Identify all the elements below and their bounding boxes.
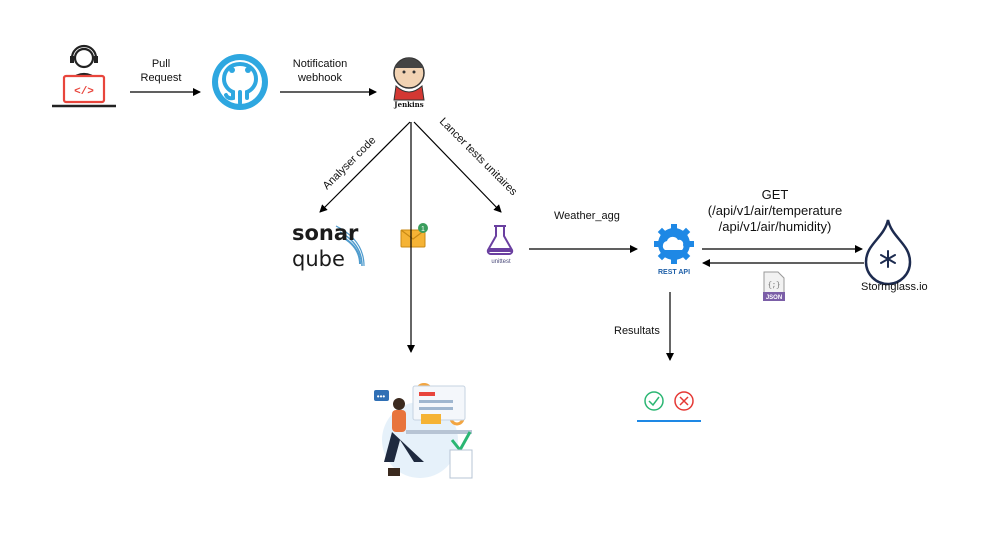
- mail-icon: 1: [400, 223, 428, 248]
- json-label: JSON: [766, 295, 782, 301]
- stormglass-label: Stormglass.io: [861, 281, 928, 293]
- developer-desk-illustration: •••: [374, 383, 473, 479]
- get-endpoint-humidity: /api/v1/air/humidity): [718, 219, 832, 234]
- resultats-label: Resultats: [614, 325, 660, 337]
- notification-text: Notification webhook: [292, 58, 348, 84]
- arrow-analyser-code: [319, 121, 411, 213]
- arrow-lancer-tests: [413, 121, 502, 213]
- svg-text:</>: </>: [74, 86, 94, 98]
- jenkins-label: Jenkins: [393, 100, 423, 109]
- get-method: GET: [761, 187, 789, 202]
- github-icon: [212, 54, 268, 110]
- lancer-tests-label: Lancer tests unitaires: [437, 116, 520, 199]
- get-request-label: GET (/api/v1/air/temperature /api/v1/air…: [690, 187, 860, 235]
- notification-label: Notification webhook: [283, 57, 357, 85]
- results-icons: [637, 391, 701, 422]
- rest-api-icon: [654, 224, 694, 264]
- stormglass-drop-icon: [864, 219, 912, 286]
- unittest-flask-icon: [486, 225, 514, 255]
- weather-agg-label: Weather_agg: [554, 210, 620, 222]
- developer-icon: </>: [52, 44, 116, 108]
- get-endpoint-temperature: (/api/v1/air/temperature: [707, 203, 843, 218]
- svg-text:1: 1: [421, 226, 425, 233]
- pull-request-text: Pull Request: [140, 58, 182, 84]
- sonarqube-wave-icon: [335, 225, 365, 267]
- sonar-text: sonar: [292, 221, 359, 245]
- analyser-code-label: Analyser code: [321, 134, 379, 192]
- rest-api-label: REST API: [658, 269, 690, 276]
- pull-request-label: Pull Request: [136, 57, 186, 85]
- svg-text:•••: •••: [377, 392, 386, 401]
- json-glyph: {;}: [768, 282, 781, 290]
- unittest-label: unittest: [491, 259, 511, 265]
- qube-text: qube: [292, 247, 345, 271]
- json-file-icon: [763, 271, 785, 301]
- jenkins-icon: [393, 57, 425, 101]
